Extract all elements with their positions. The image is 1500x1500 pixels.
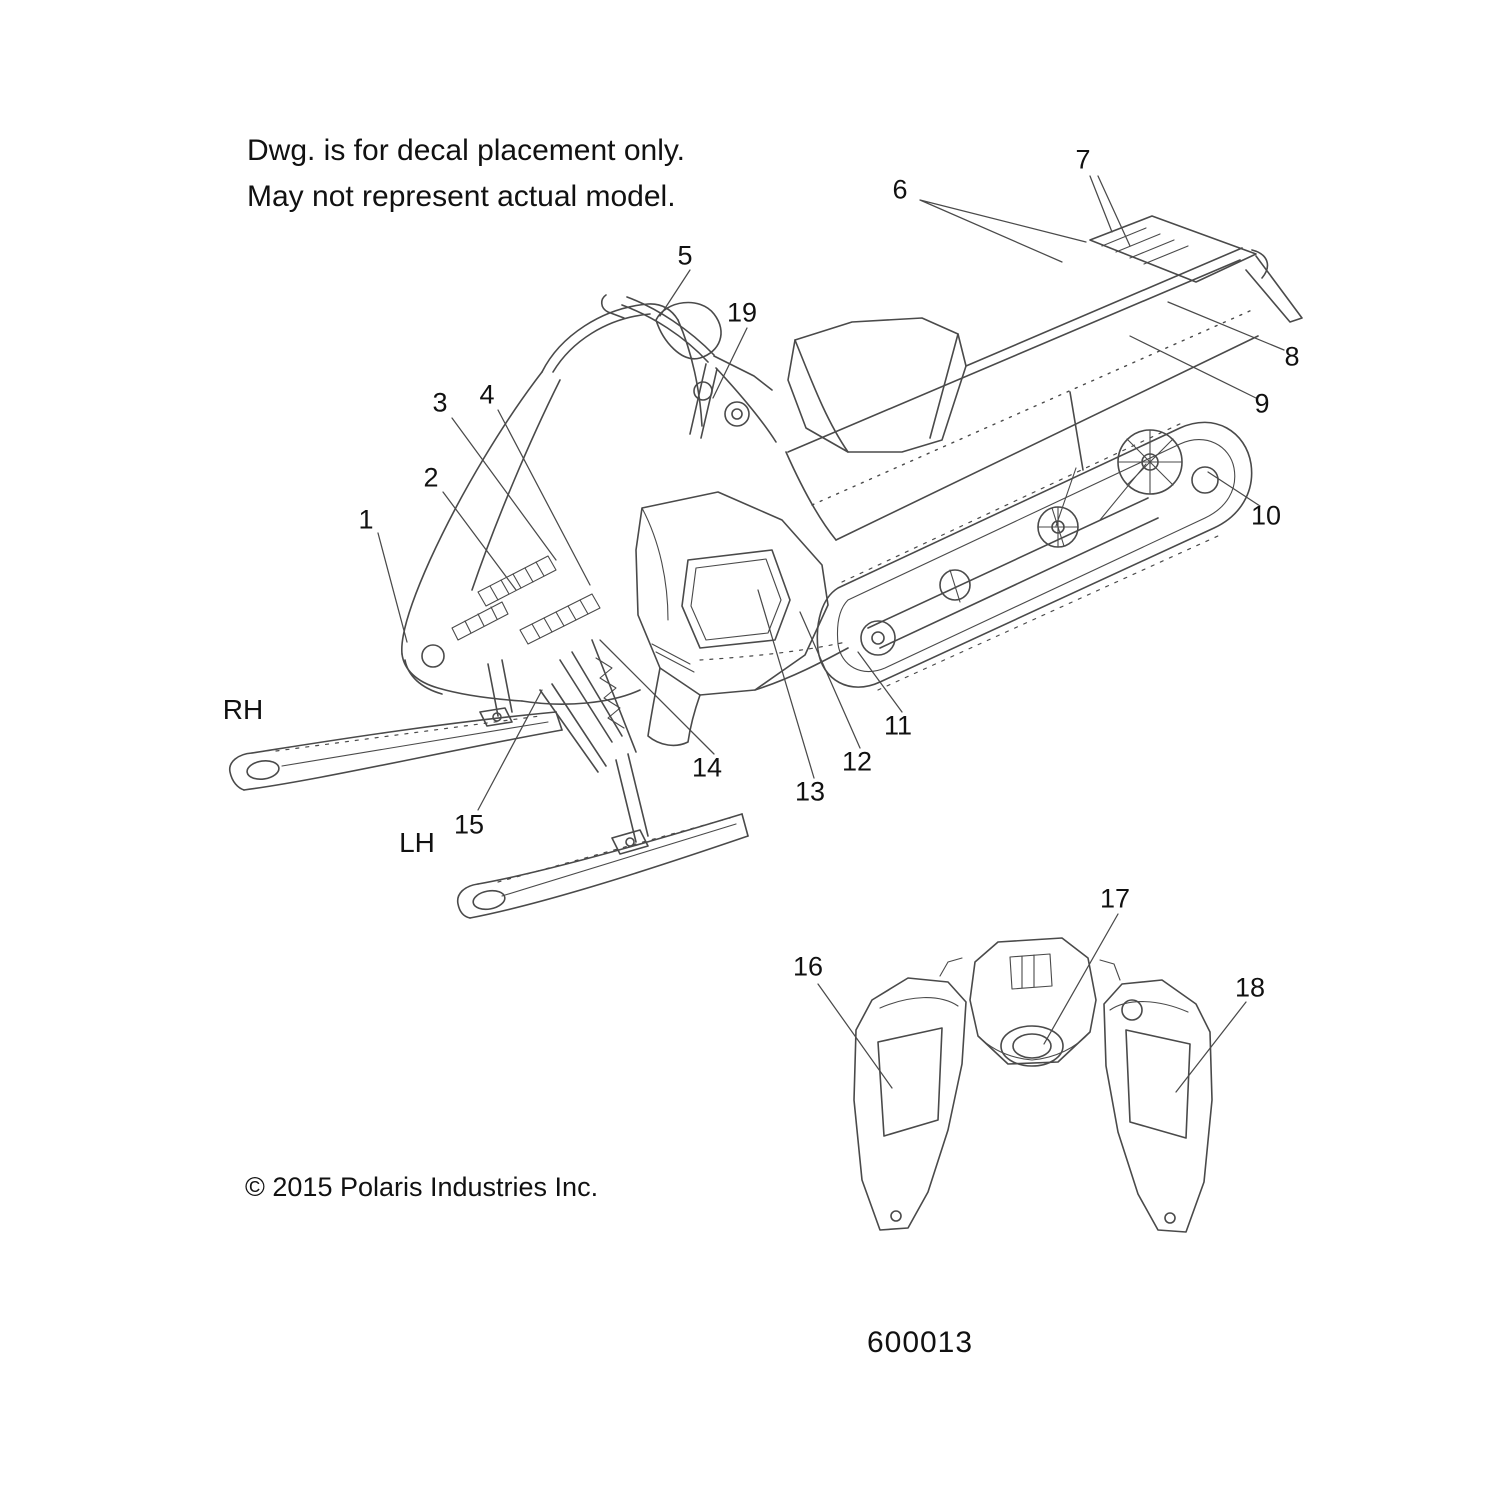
front-panel-right xyxy=(1103,979,1213,1233)
ski-handle-loop xyxy=(472,889,506,911)
copyright-notice: © 2015 Polaris Industries Inc. xyxy=(245,1172,599,1202)
leader-lines xyxy=(377,175,1285,1093)
tunnel xyxy=(785,247,1259,541)
callout-10: 10 xyxy=(1250,500,1282,531)
callout-5: 5 xyxy=(677,240,693,271)
front-right-decal xyxy=(1125,1029,1191,1139)
leader-line-11 xyxy=(857,651,903,713)
headlight xyxy=(421,644,445,668)
gauge-pod xyxy=(693,381,713,401)
leader-line-2 xyxy=(442,491,517,591)
callout-15: 15 xyxy=(453,809,485,840)
callout-2: 2 xyxy=(423,462,439,493)
leader-line-17 xyxy=(1043,913,1119,1045)
hood-vents xyxy=(451,555,601,645)
disclaimer-note: Dwg. is for decal placement only. May no… xyxy=(247,128,685,220)
callout-12: 12 xyxy=(841,746,873,777)
callout-11: 11 xyxy=(883,710,913,741)
leader-line-7 xyxy=(1089,175,1131,247)
front-headlight xyxy=(1000,1025,1064,1067)
leader-line-13 xyxy=(757,589,815,779)
label-rh: RH xyxy=(222,694,264,725)
leader-line-12 xyxy=(799,611,861,749)
front-view xyxy=(853,937,1213,1233)
callout-18: 18 xyxy=(1234,972,1266,1003)
snow-flap xyxy=(1245,255,1303,323)
leader-line-19 xyxy=(712,327,748,399)
leader-line-18 xyxy=(1175,1001,1247,1093)
leader-line-15 xyxy=(477,689,543,811)
track-assembly xyxy=(816,421,1253,691)
callout-4: 4 xyxy=(479,379,495,410)
callout-7: 7 xyxy=(1075,144,1091,175)
callout-6: 6 xyxy=(892,174,908,205)
side-panel xyxy=(635,491,849,747)
leader-line-1 xyxy=(377,532,408,643)
disclaimer-line-1: Dwg. is for decal placement only. xyxy=(247,134,685,167)
callout-17: 17 xyxy=(1099,883,1131,914)
leader-line-5 xyxy=(659,269,691,317)
callout-9: 9 xyxy=(1254,388,1270,419)
rear-rack-bumper xyxy=(1089,215,1303,323)
ski-handle-loop xyxy=(246,760,280,780)
disclaimer-line-2: May not represent actual model. xyxy=(247,180,676,213)
leader-line-16 xyxy=(817,983,893,1089)
leader-line-10 xyxy=(1207,471,1261,507)
callout-1: 1 xyxy=(358,504,374,535)
callout-13: 13 xyxy=(794,776,826,807)
leader-line-9 xyxy=(1129,335,1257,399)
drawing-number: 600013 xyxy=(866,1326,974,1359)
callout-3: 3 xyxy=(432,387,448,418)
front-panel-left xyxy=(853,977,967,1231)
leader-line-14 xyxy=(599,639,715,755)
leader-line-3 xyxy=(451,417,557,561)
leader-line-4 xyxy=(497,409,591,586)
callout-19: 19 xyxy=(726,297,758,328)
ski-lh xyxy=(456,813,749,919)
side-view xyxy=(228,215,1303,919)
callout-8: 8 xyxy=(1284,341,1300,372)
front-suspension xyxy=(487,639,649,843)
leader-line-6 xyxy=(919,199,1087,263)
callout-14: 14 xyxy=(691,752,723,783)
label-lh: LH xyxy=(399,827,435,858)
front-left-decal xyxy=(877,1027,943,1137)
ski-rh xyxy=(228,707,563,791)
fuel-cap xyxy=(724,401,750,427)
side-panel-decal xyxy=(681,549,791,649)
callout-16: 16 xyxy=(792,951,824,982)
seat xyxy=(787,317,967,453)
leader-line-8 xyxy=(1167,301,1285,351)
front-center-pod xyxy=(939,937,1143,1067)
